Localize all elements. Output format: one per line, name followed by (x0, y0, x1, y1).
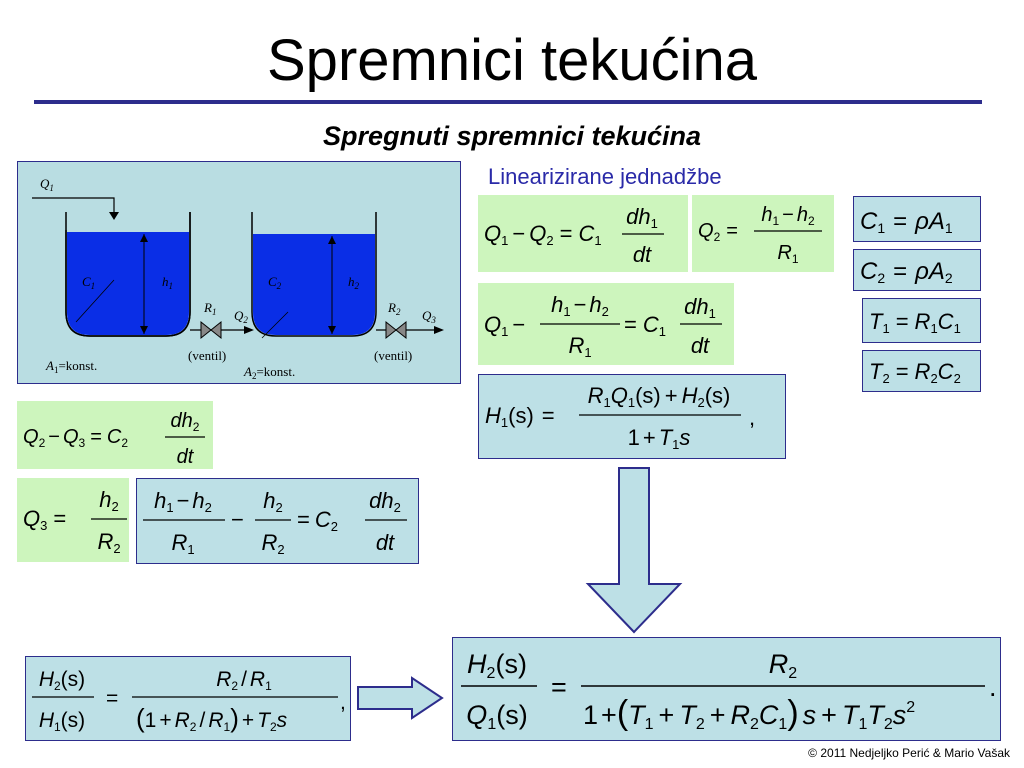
svg-text:R2: R2 (261, 530, 284, 557)
equation-final-transfer: H2(s) Q1(s) = R2 1+(T1+T2+R2C1)s+T1T2s2 … (452, 637, 1001, 741)
svg-text:dh1: dh1 (684, 294, 716, 321)
inflow-arrow (32, 197, 115, 212)
equation-flow-q2: Q2= h1−h2 R1 (692, 195, 834, 272)
svg-text:Q1(s): Q1(s) (466, 700, 527, 733)
equation-h1-transfer: H1(s)= R1Q1(s)+H2(s) 1+T1s , (478, 374, 786, 459)
equation-tank1-balance: Q1−Q2=C1 dh1 dt (478, 195, 688, 272)
svg-text:R1: R1 (568, 333, 591, 360)
label-h1: h1 (162, 274, 173, 291)
title-divider (34, 100, 982, 104)
tank-2-wall (251, 212, 377, 337)
equation-h2-over-h1: H2(s) H1(s) = R2/R1 (1+R2/R1)+T2s , (25, 656, 351, 741)
label-q3: Q3 (422, 308, 436, 325)
svg-text:dh2: dh2 (369, 488, 401, 515)
label-c1: C1 (82, 274, 95, 291)
equation-c1: C1=ρA1 (853, 196, 981, 242)
valve-2 (385, 320, 397, 340)
svg-text:=: = (551, 672, 567, 702)
svg-text:dt: dt (177, 446, 195, 468)
svg-text:H2(s): H2(s) (467, 649, 527, 682)
page-subtitle: Spregnuti spremnici tekućina (322, 121, 702, 151)
equation-c2: C2=ρA2 (853, 249, 981, 291)
tank-2-water (253, 234, 375, 335)
svg-text:dh1: dh1 (626, 204, 658, 231)
right-arrow-icon (356, 675, 446, 721)
svg-text:R1: R1 (777, 242, 798, 266)
svg-text:−: − (231, 507, 244, 532)
svg-text:=C1: =C1 (624, 312, 666, 339)
svg-text:R2/R1: R2/R1 (216, 668, 272, 693)
svg-text:C1=ρA1: C1=ρA1 (860, 208, 953, 236)
label-a2: A2=konst. (243, 364, 295, 381)
svg-text:T2=R2C2: T2=R2C2 (869, 359, 961, 386)
svg-text:,: , (340, 691, 346, 714)
svg-text:h1−h2: h1−h2 (154, 488, 212, 515)
svg-text:dt: dt (691, 333, 710, 358)
tank-1-water (67, 232, 189, 335)
label-h2: h2 (348, 274, 360, 291)
svg-text:h2: h2 (99, 487, 118, 514)
copyright: © 2011 Nedjeljko Perić & Mario Vašak (808, 746, 1010, 760)
svg-text:h1−h2: h1−h2 (761, 204, 815, 228)
svg-text:Q2=: Q2= (698, 220, 738, 244)
svg-text:dt: dt (633, 242, 652, 267)
down-arrow-icon (584, 466, 684, 636)
equation-t1: T1=R1C1 (862, 298, 981, 343)
svg-text:H2(s): H2(s) (39, 668, 85, 693)
svg-text:h2: h2 (263, 488, 282, 515)
svg-text:1+T1s: 1+T1s (628, 425, 691, 452)
label-valve-1: (ventil) (188, 348, 226, 363)
svg-text:=C2: =C2 (297, 507, 338, 534)
svg-text:Q1−: Q1− (484, 312, 525, 339)
svg-text:R2: R2 (769, 649, 798, 682)
svg-text:=: = (106, 687, 118, 710)
svg-text:H1(s)=: H1(s)= (485, 403, 555, 430)
svg-text:Q1−Q2=C1: Q1−Q2=C1 (484, 221, 602, 248)
svg-text:Q2−Q3=C2: Q2−Q3=C2 (23, 426, 128, 450)
svg-text:R1: R1 (171, 530, 194, 557)
svg-text:C2=ρA2: C2=ρA2 (860, 258, 953, 286)
tank-1-wall (65, 212, 191, 337)
equation-tank2-linear: h1−h2 R1 − h2 R2 =C2 dh2 dt (136, 478, 419, 564)
svg-text:.: . (989, 672, 997, 702)
tank-diagram: Q1 C1 h1 R1 Q2 (ventil) C2 h2 R2 Q3 (17, 161, 461, 384)
label-q2: Q2 (234, 308, 248, 325)
label-c2: C2 (268, 274, 282, 291)
svg-text:(1+R2/R1)+T2s: (1+R2/R1)+T2s (136, 703, 288, 734)
svg-text:R2: R2 (97, 529, 120, 556)
equation-flow-q3: Q3= h2 R2 (17, 478, 129, 562)
label-valve-2: (ventil) (374, 348, 412, 363)
label-r1: R1 (203, 300, 216, 317)
svg-text:R1Q1(s)+H2(s): R1Q1(s)+H2(s) (588, 383, 731, 410)
equation-tank2-balance: Q2−Q3=C2 dh2 dt (17, 401, 213, 469)
valve-1 (200, 320, 212, 340)
svg-text:dt: dt (376, 530, 395, 555)
label-a1: A1=konst. (45, 358, 97, 375)
label-q1: Q1 (40, 176, 54, 193)
svg-text:1+(T1+T2+R2C1)s+T1T2s2: 1+(T1+T2+R2C1)s+T1T2s2 (583, 694, 915, 733)
linearized-label: Linearizirane jednadžbe (488, 164, 722, 189)
svg-text:Q3=: Q3= (23, 506, 66, 533)
inflow-arrowhead (109, 212, 119, 220)
svg-text:h1−h2: h1−h2 (551, 292, 609, 319)
svg-text:H1(s): H1(s) (39, 709, 85, 734)
equation-tank1-linear: Q1− h1−h2 R1 =C1 dh1 dt (478, 283, 734, 365)
page-title: Spremnici tekućina (267, 28, 757, 93)
svg-text:T1=R1C1: T1=R1C1 (869, 309, 961, 336)
equation-t2: T2=R2C2 (862, 350, 981, 392)
svg-text:dh2: dh2 (171, 410, 200, 434)
label-r2: R2 (387, 300, 401, 317)
svg-text:,: , (749, 405, 755, 430)
